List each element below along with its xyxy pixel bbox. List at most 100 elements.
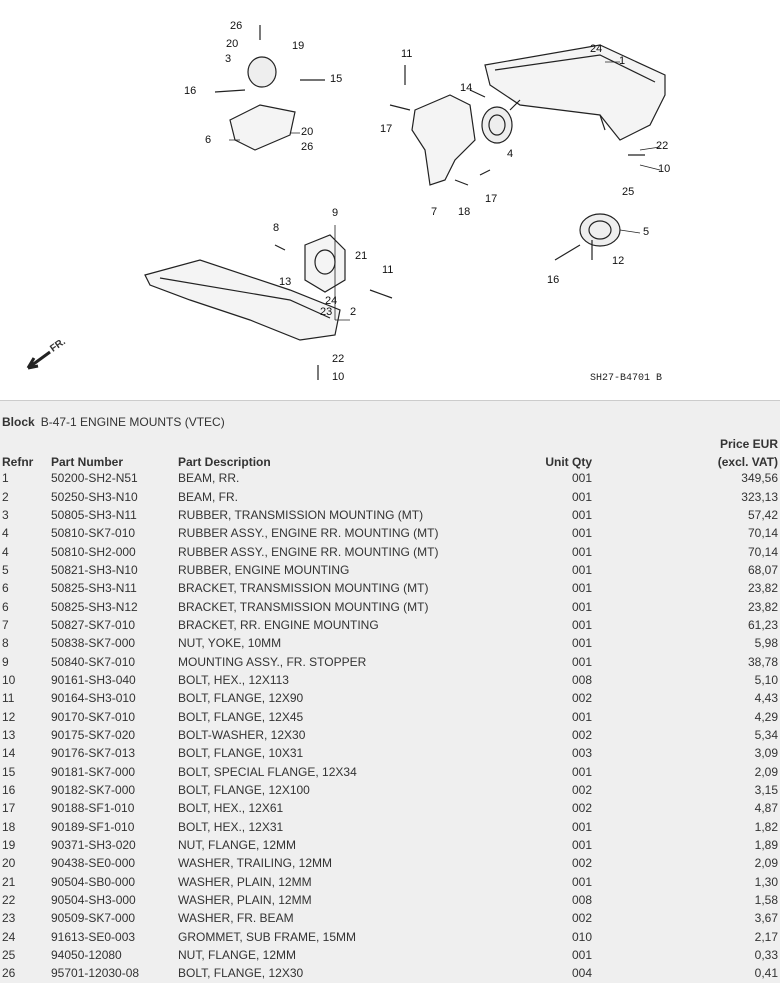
header-qty: Unit Qty — [545, 455, 592, 469]
cell-refnr: 2 — [2, 489, 9, 504]
cell-part-number: 50810-SK7-010 — [51, 526, 136, 541]
cell-refnr: 19 — [2, 838, 16, 853]
cell-part-number: 90188-SF1-010 — [51, 801, 135, 816]
header-refnr: Refnr — [2, 455, 34, 469]
cell-qty: 002 — [571, 911, 592, 926]
cell-price: 4,43 — [754, 691, 778, 706]
callout: 16 — [547, 274, 560, 286]
cell-qty: 001 — [571, 562, 592, 577]
callout: 24 — [590, 43, 603, 55]
cell-price: 70,14 — [747, 526, 778, 541]
cell-qty: 002 — [571, 856, 592, 871]
callout: 18 — [458, 206, 471, 218]
cell-price: 23,82 — [747, 581, 778, 596]
cell-description: BEAM, RR. — [178, 471, 240, 486]
cell-price: 1,82 — [754, 819, 778, 834]
callout: 13 — [279, 276, 292, 288]
cell-part-number: 90438-SE0-000 — [51, 856, 136, 871]
callout: 11 — [401, 48, 413, 60]
cell-qty: 001 — [571, 507, 592, 522]
cell-refnr: 25 — [2, 948, 16, 963]
cell-qty: 004 — [571, 966, 592, 981]
cell-part-number: 90504-SH3-000 — [51, 893, 136, 908]
cell-price: 349,56 — [741, 471, 778, 486]
cell-price: 5,10 — [754, 672, 778, 687]
cell-qty: 001 — [571, 874, 592, 889]
cell-description: BOLT, HEX., 12X113 — [178, 672, 289, 687]
cell-description: BRACKET, TRANSMISSION MOUNTING (MT) — [178, 599, 429, 614]
cell-qty: 001 — [571, 819, 592, 834]
cell-price: 3,15 — [754, 783, 778, 798]
cell-description: MOUNTING ASSY., FR. STOPPER — [178, 654, 367, 669]
cell-refnr: 12 — [2, 709, 16, 724]
callout: 22 — [656, 140, 669, 152]
cell-qty: 001 — [571, 709, 592, 724]
cell-qty: 001 — [571, 526, 592, 541]
cell-price: 5,34 — [754, 727, 778, 742]
cell-refnr: 15 — [2, 764, 16, 779]
cell-part-number: 50821-SH3-N10 — [51, 562, 138, 577]
callout: 3 — [225, 53, 232, 65]
block-title: B-47-1 ENGINE MOUNTS (VTEC) — [40, 415, 225, 429]
cell-price: 23,82 — [747, 599, 778, 614]
callout: 17 — [380, 123, 393, 135]
callout: 6 — [205, 134, 212, 146]
cell-qty: 001 — [571, 636, 592, 651]
callout: 17 — [485, 193, 498, 205]
cell-qty: 001 — [571, 489, 592, 504]
cell-description: RUBBER, TRANSMISSION MOUNTING (MT) — [178, 507, 424, 522]
cell-part-number: 91613-SE0-003 — [51, 929, 136, 944]
cell-refnr: 23 — [2, 911, 16, 926]
callout: 22 — [332, 353, 345, 365]
cell-part-number: 90182-SK7-000 — [51, 783, 136, 798]
header-part-number: Part Number — [51, 455, 124, 469]
cell-price: 5,98 — [754, 636, 778, 651]
cell-qty: 002 — [571, 727, 592, 742]
cell-price: 3,09 — [754, 746, 778, 761]
cell-price: 2,17 — [754, 929, 778, 944]
cell-qty: 001 — [571, 544, 592, 559]
cell-description: BOLT, FLANGE, 12X45 — [178, 709, 304, 724]
cell-price: 0,41 — [754, 966, 778, 981]
cell-price: 0,33 — [754, 948, 778, 963]
cell-description: BEAM, FR. — [178, 489, 239, 504]
cell-part-number: 50825-SH3-N12 — [51, 599, 138, 614]
cell-refnr: 10 — [2, 672, 16, 687]
cell-part-number: 50810-SH2-000 — [51, 544, 136, 559]
cell-price: 57,42 — [747, 507, 778, 522]
cell-part-number: 50250-SH3-N10 — [51, 489, 138, 504]
cell-refnr: 13 — [2, 727, 16, 742]
cell-refnr: 3 — [2, 507, 9, 522]
callout: 7 — [431, 206, 438, 218]
cell-qty: 002 — [571, 783, 592, 798]
callout: 20 — [226, 38, 239, 50]
cell-qty: 001 — [571, 617, 592, 632]
cell-qty: 001 — [571, 581, 592, 596]
callout: 21 — [355, 250, 368, 262]
cell-qty: 002 — [571, 691, 592, 706]
header-row: Refnr Part Number Part Description Unit … — [0, 451, 780, 469]
cell-price: 1,30 — [754, 874, 778, 889]
callout: 11 — [382, 264, 394, 276]
callout: 2 — [350, 306, 357, 318]
callout: 19 — [292, 40, 305, 52]
cell-refnr: 5 — [2, 562, 9, 577]
cell-qty: 001 — [571, 948, 592, 963]
cell-description: NUT, FLANGE, 12MM — [178, 948, 297, 963]
cell-refnr: 21 — [2, 874, 16, 889]
cell-refnr: 8 — [2, 636, 9, 651]
cell-part-number: 50838-SK7-000 — [51, 636, 136, 651]
cell-description: BOLT, FLANGE, 12X90 — [178, 691, 304, 706]
